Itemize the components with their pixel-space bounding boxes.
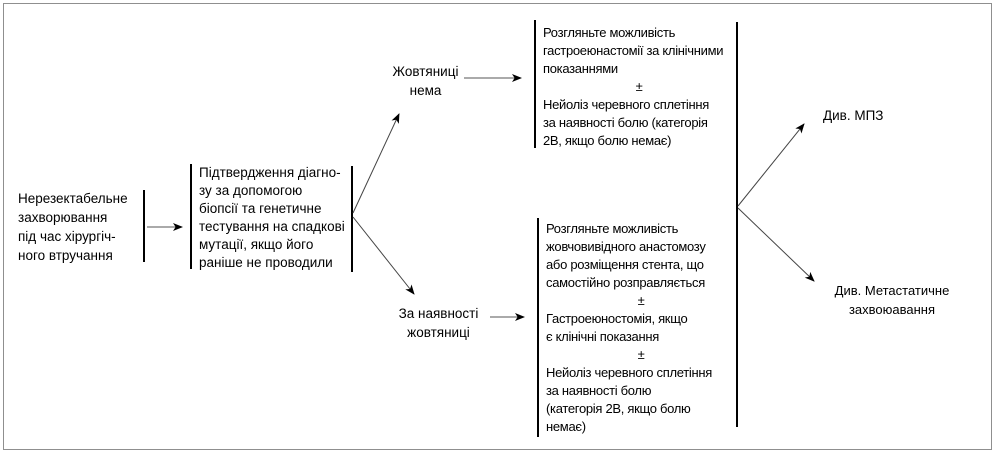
plus-minus-separator: ± bbox=[637, 347, 645, 362]
plus-minus-separator: ± bbox=[635, 79, 643, 94]
plus-minus-separator: ± bbox=[637, 293, 645, 308]
terminal-see-metastatic: Див. Метастатичне захвоюавання bbox=[834, 283, 950, 317]
recommendation-line: Розгляньте можливість bbox=[546, 221, 679, 236]
node-confirm-diagnosis: Підтвердження діагно- зу за допомогою бі… bbox=[199, 165, 345, 270]
recommendation-line: самостійно розправляється bbox=[546, 275, 705, 290]
arrow-branch-jaundice bbox=[352, 216, 415, 295]
terminal-see-mpz: Див. МПЗ bbox=[823, 108, 884, 123]
branch-label-no-jaundice: Жовтяниці нема bbox=[392, 64, 459, 98]
recommendation-line: Нейоліз черевного сплетіння bbox=[543, 97, 710, 112]
node-no-jaundice-recommendations: Розгляньте можливість гастроеюнастомії з… bbox=[543, 24, 735, 150]
recommendation-line: жовчовивідного анастомозу bbox=[546, 239, 706, 254]
recommendation-line: показаннями bbox=[543, 61, 618, 76]
recommendation-line: немає) bbox=[546, 419, 586, 434]
recommendation-line: за наявності болю bbox=[546, 383, 652, 398]
branch-label-jaundice: За наявності жовтяниці bbox=[398, 306, 479, 340]
arrow-to-see-metastatic bbox=[737, 207, 815, 282]
recommendation-line: Розгляньте можливість bbox=[543, 25, 676, 40]
recommendation-line: 2В, якщо болю немає) bbox=[543, 133, 672, 148]
recommendation-line: за наявності болю (категорія bbox=[543, 115, 708, 130]
arrow-to-see-mpz bbox=[737, 123, 805, 207]
recommendation-line: або розміщення стента, що bbox=[546, 257, 704, 272]
recommendation-line: (категорія 2В, якщо болю bbox=[546, 401, 691, 416]
node-jaundice-recommendations: Розгляньте можливість жовчовивідного ана… bbox=[546, 220, 736, 436]
recommendation-line: Нейоліз черевного сплетіння bbox=[546, 365, 713, 380]
recommendation-line: Гастроеюностомія, якщо bbox=[546, 311, 688, 326]
recommendation-line: є клінічні показання bbox=[546, 329, 659, 344]
arrow-branch-no-jaundice bbox=[352, 113, 400, 214]
node-unresectable-disease: Нерезектабельне захворювання під час хір… bbox=[18, 191, 128, 263]
recommendation-line: гастроеюнастомії за клінічними bbox=[543, 43, 724, 58]
